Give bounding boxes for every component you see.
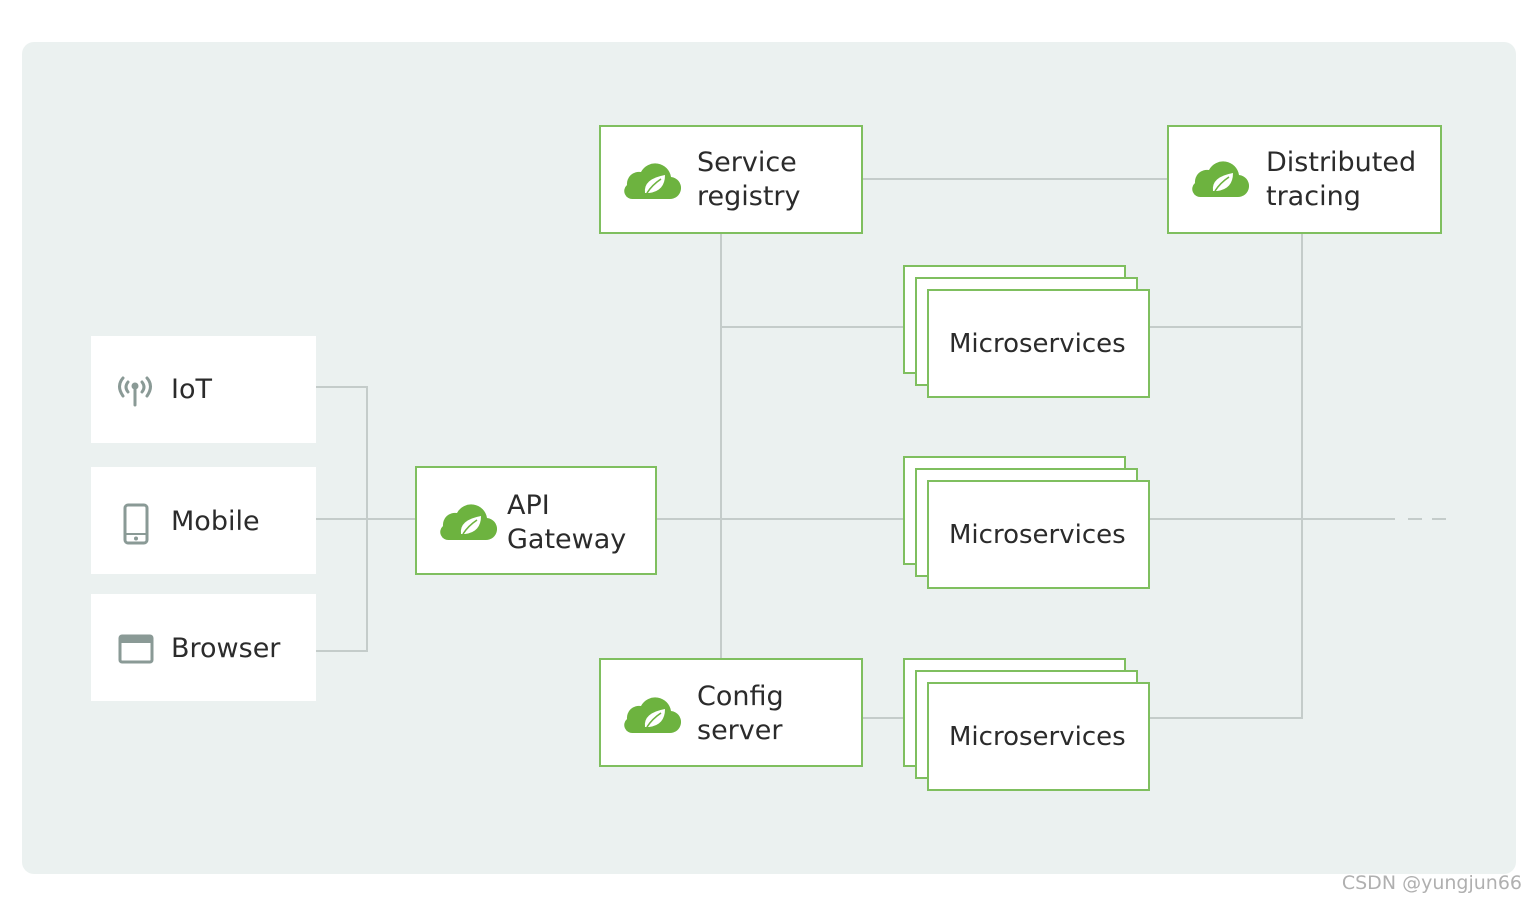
api-gateway-box: API Gateway <box>415 466 657 575</box>
microservices-box-2: Microservices <box>927 480 1150 589</box>
api-gateway-label-line2: Gateway <box>507 524 627 555</box>
client-browser-label: Browser <box>171 633 281 664</box>
mobile-phone-icon <box>123 503 149 545</box>
client-iot: IoT <box>91 336 316 443</box>
antenna-icon <box>118 376 152 407</box>
service-registry-label-line2: registry <box>697 181 801 212</box>
distributed-tracing-box: Distributed tracing <box>1167 125 1442 234</box>
client-iot-label: IoT <box>171 374 212 405</box>
config-server-label-line1: Config <box>697 681 784 712</box>
microservices-label-1: Microservices <box>949 329 1126 359</box>
spring-cloud-icon <box>624 697 681 734</box>
client-mobile: Mobile <box>91 467 316 574</box>
browser-window-icon <box>118 634 154 664</box>
service-registry-label-line1: Service <box>697 147 797 178</box>
api-gateway-label-line1: API <box>507 490 550 521</box>
microservices-label-3: Microservices <box>949 722 1126 752</box>
service-registry-box: Service registry <box>599 125 863 234</box>
client-browser: Browser <box>91 594 316 701</box>
microservices-box-3: Microservices <box>927 682 1150 791</box>
microservices-box-1: Microservices <box>927 289 1150 398</box>
watermark: CSDN @yungjun66 <box>1341 872 1522 894</box>
distributed-tracing-label-line1: Distributed <box>1266 147 1417 178</box>
distributed-tracing-label-line2: tracing <box>1266 181 1361 212</box>
spring-cloud-icon <box>1192 161 1249 198</box>
connector-tracing-spine <box>1149 233 1303 719</box>
spring-cloud-icon <box>624 163 681 200</box>
config-server-box: Config server <box>599 658 863 767</box>
config-server-label-line2: server <box>697 715 783 746</box>
microservices-label-2: Microservices <box>949 520 1126 550</box>
client-mobile-label: Mobile <box>171 506 260 537</box>
spring-cloud-icon <box>440 504 497 541</box>
